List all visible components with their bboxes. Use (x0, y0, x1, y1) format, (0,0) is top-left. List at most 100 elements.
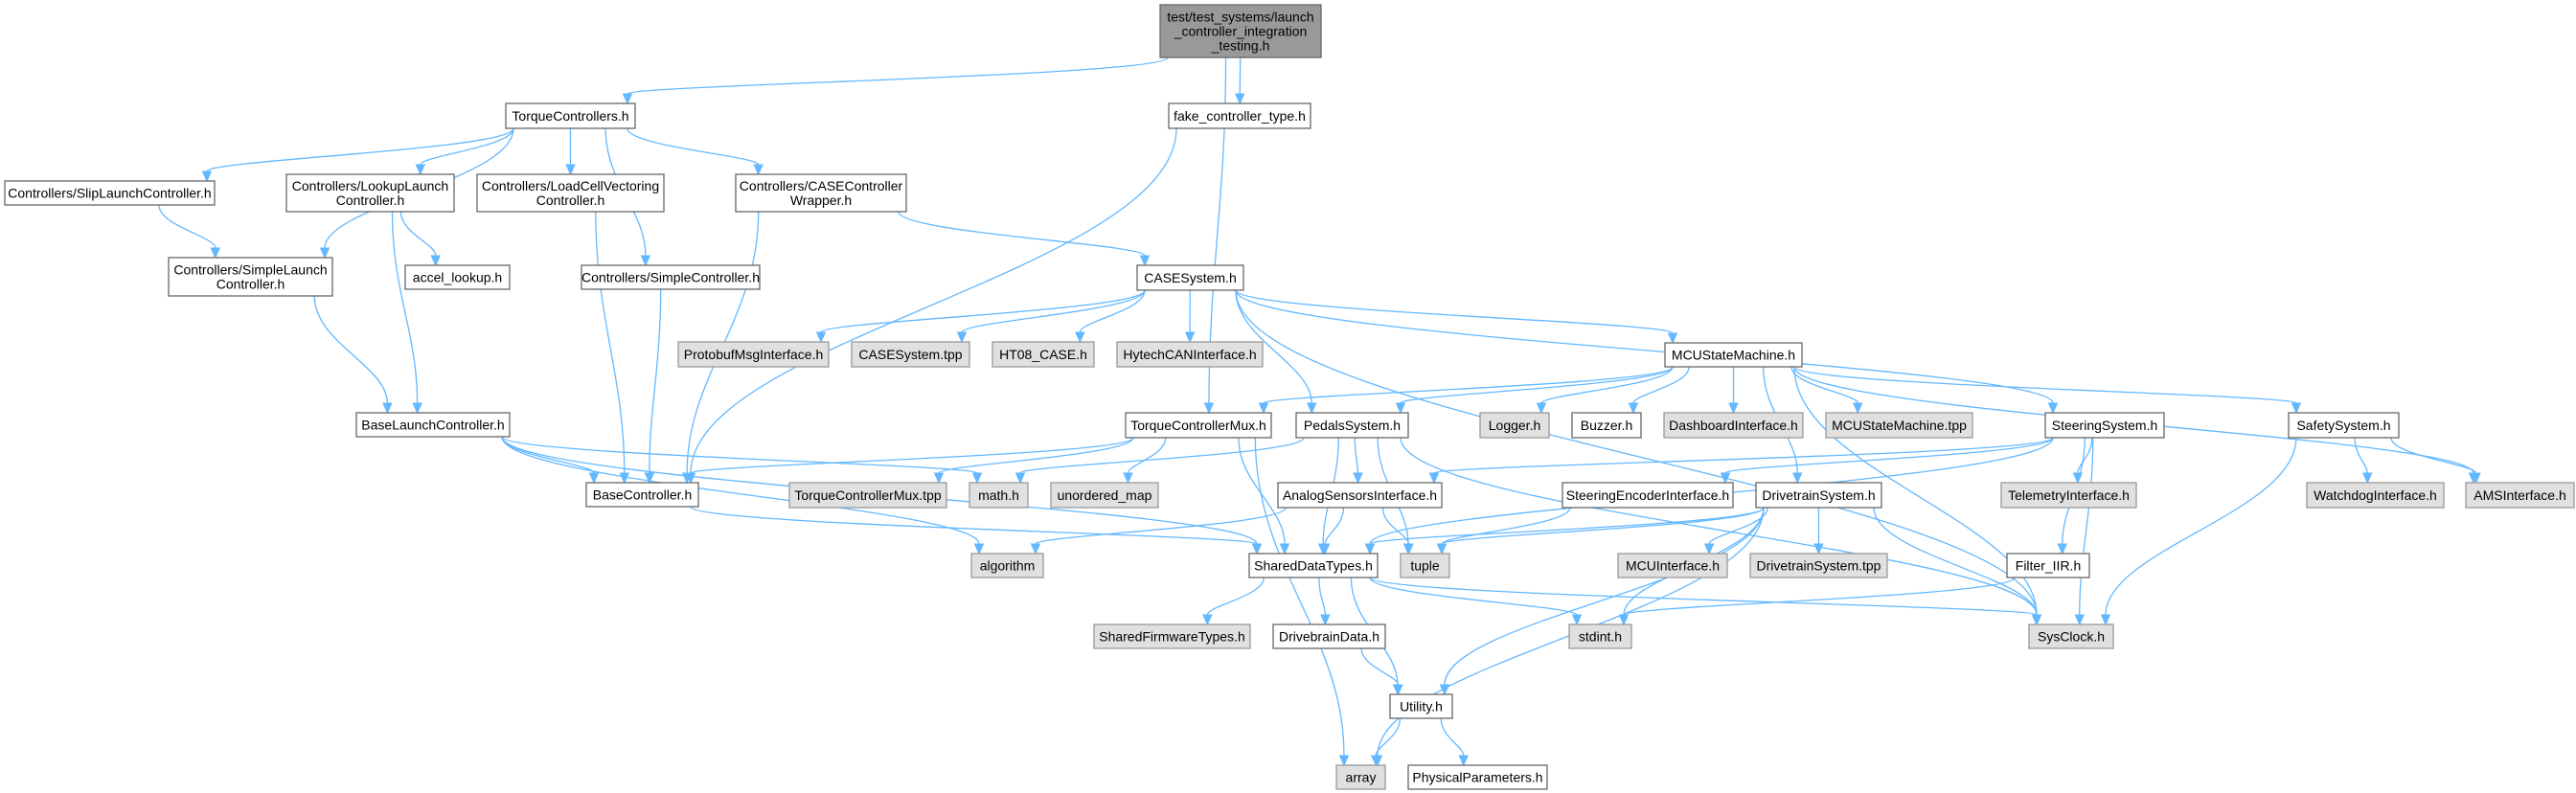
node-label: Controllers/CASEController (740, 178, 903, 193)
arrowhead-icon (1279, 543, 1290, 555)
edge-filter-to-stdint (1618, 577, 2016, 626)
arrowhead-icon (644, 472, 655, 485)
edge-torquecontrollers-to-lookuplaunch (415, 127, 514, 176)
edge-line (627, 127, 760, 166)
node-label: TelemetryInterface.h (2008, 487, 2130, 503)
arrowhead-icon (2100, 614, 2111, 626)
node-label: Filter_IIR.h (2016, 558, 2081, 574)
edge-basecontroller-to-shared (690, 506, 1263, 555)
node-sliplaunch[interactable]: Controllers/SlipLaunchController.h (4, 180, 216, 206)
arrowhead-icon (971, 472, 983, 485)
arrowhead-icon (1203, 402, 1215, 415)
node-accel[interactable]: accel_lookup.h (404, 264, 511, 290)
node-torquecontrollers[interactable]: TorqueControllers.h (505, 102, 636, 129)
node-label: Controller.h (536, 193, 605, 208)
edge-casesystem-to-mcusm (1235, 289, 1678, 345)
node-tcmux[interactable]: TorqueControllerMux.h (1125, 412, 1272, 439)
node-label: algorithm (980, 558, 1036, 574)
edge-lookuplaunch-to-baselaunch (391, 211, 422, 415)
node-casesystem[interactable]: CASESystem.h (1136, 264, 1244, 291)
arrowhead-icon (622, 93, 633, 105)
node-drivetrain[interactable]: DrivetrainSystem.h (1755, 482, 1882, 509)
node-utility[interactable]: Utility.h (1389, 693, 1453, 719)
edge-lookuplaunch-to-accel (399, 211, 442, 267)
arrowhead-icon (2291, 402, 2302, 415)
edge-line (1354, 437, 1359, 474)
arrowhead-icon (1306, 402, 1317, 415)
node-box (1749, 553, 1888, 578)
edge-line (1360, 647, 1400, 686)
edge-line (690, 127, 1177, 474)
node-box (1407, 764, 1548, 790)
node-label: Controller.h (217, 277, 285, 292)
edge-line (1254, 437, 1345, 757)
node-steering[interactable]: SteeringSystem.h (2044, 412, 2165, 439)
node-algorithm: algorithm (970, 553, 1044, 578)
node-shared[interactable]: SharedDataTypes.h (1248, 553, 1379, 578)
edge-steering-to-steerenc (1720, 437, 2054, 485)
edge-line (1079, 289, 1146, 333)
arrowhead-icon (319, 247, 331, 260)
node-box (1272, 623, 1386, 649)
node-root[interactable]: test/test_systems/launch_controller_inte… (1159, 4, 1322, 58)
edge-tcmux-to-tcmuxtpp (933, 437, 1134, 485)
node-basecontroller[interactable]: BaseController.h (585, 482, 699, 508)
node-steerenc[interactable]: SteeringEncoderInterface.h (1562, 482, 1734, 509)
node-box (1116, 341, 1264, 368)
arrowhead-icon (1393, 684, 1403, 696)
node-analog[interactable]: AnalogSensorsInterface.h (1277, 482, 1443, 509)
edge-line (1440, 717, 1465, 757)
arrowhead-icon (588, 472, 600, 485)
edge-casewrapper-to-casesystem (898, 211, 1151, 267)
edge-shared-to-sharedfw (1202, 577, 1265, 626)
node-baselaunch[interactable]: BaseLaunchController.h (355, 412, 511, 438)
edge-line (1441, 507, 1765, 545)
node-casetpp: CASESystem.tpp (851, 341, 970, 368)
arrowhead-icon (1258, 402, 1269, 415)
node-simplecontroller[interactable]: Controllers/SimpleController.h (581, 264, 761, 290)
edge-sliplaunch-to-simplelaunch (158, 204, 221, 260)
node-buzzer[interactable]: Buzzer.h (1571, 412, 1642, 439)
arrowhead-icon (2361, 472, 2373, 485)
arrowhead-icon (973, 543, 985, 555)
node-umap: unordered_map (1050, 482, 1159, 509)
edge-line (938, 437, 1134, 474)
node-pedals[interactable]: PedalsSystem.h (1295, 412, 1409, 439)
node-drivebrain[interactable]: DrivebrainData.h (1272, 623, 1386, 649)
edge-analog-to-algorithm (1030, 507, 1287, 555)
edge-casesystem-to-ht08 (1075, 289, 1146, 344)
edge-drivetrain-to-mcuinterface (1703, 507, 1768, 555)
edge-tcmux-to-basecontroller (685, 437, 1134, 485)
node-filter[interactable]: Filter_IIR.h (2006, 553, 2090, 578)
node-mcusm[interactable]: MCUStateMachine.h (1664, 342, 1803, 368)
arrowhead-icon (210, 247, 221, 260)
node-label: Wrapper.h (790, 193, 852, 208)
node-label: HytechCANInterface.h (1123, 347, 1256, 362)
arrowhead-icon (382, 402, 393, 415)
node-fake[interactable]: fake_controller_type.h (1168, 102, 1311, 129)
arrowhead-icon (1436, 543, 1448, 555)
node-label: SteeringSystem.h (2052, 418, 2158, 433)
edge-line (690, 437, 1134, 474)
nodes-layer: test/test_systems/launch_controller_inte… (4, 4, 2575, 790)
arrowhead-icon (1791, 472, 1803, 485)
node-box (2028, 623, 2114, 649)
edge-line (690, 506, 1258, 545)
edge-casesystem-to-hytech (1184, 289, 1196, 344)
node-loadcell[interactable]: Controllers/LoadCellVectoringController.… (476, 173, 665, 213)
node-box (1168, 102, 1311, 129)
node-label: DashboardInterface.h (1669, 418, 1798, 433)
node-physical[interactable]: PhysicalParameters.h (1407, 764, 1548, 790)
edge-root-to-fake (1234, 57, 1245, 105)
node-mcuinterface: MCUInterface.h (1617, 553, 1728, 578)
node-box (285, 173, 455, 213)
edge-line (206, 127, 514, 172)
node-box (585, 482, 699, 508)
edge-line (1375, 717, 1402, 757)
node-safety[interactable]: SafetySystem.h (2288, 412, 2400, 439)
edge-torquecontrollers-to-casewrapper (627, 127, 764, 176)
edge-line (1369, 577, 2038, 616)
